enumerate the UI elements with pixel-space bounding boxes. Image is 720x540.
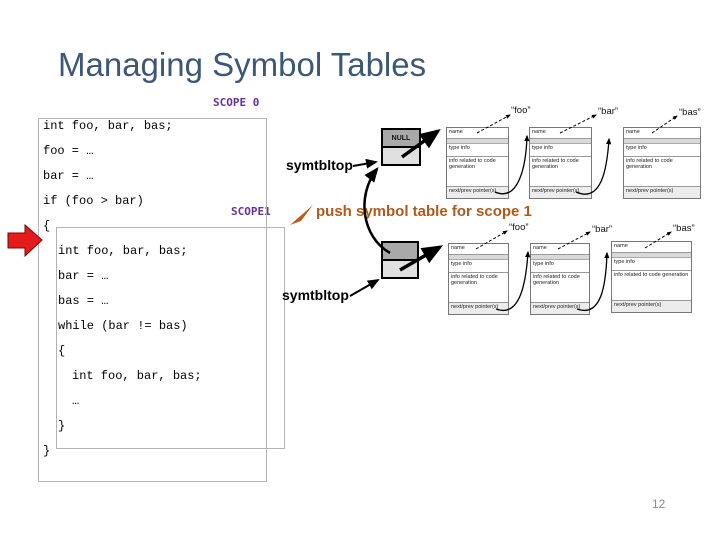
record-row-spacer <box>624 139 700 144</box>
symtbltop-label-scope0: symtbltop <box>286 157 353 173</box>
string-label-bar: “bar” <box>598 106 619 117</box>
record-row-type: type info <box>531 260 589 273</box>
symbol-record-scope0-foo: name type info info related to code gene… <box>446 127 509 199</box>
record-row-name: name <box>447 128 508 139</box>
record-row-codegen: info related to code generation <box>532 158 579 171</box>
code-line: } <box>58 419 66 433</box>
record-row-type: type info <box>624 144 700 157</box>
string-label-foo: “foo” <box>511 105 531 116</box>
string-label-bas: “bas” <box>673 223 695 234</box>
stack-pointer-cell <box>383 148 419 164</box>
record-row-codegen: info related to code generation <box>449 158 496 171</box>
symtbltop-arrow-scope1 <box>349 279 380 297</box>
record-row-type: type info <box>530 144 591 157</box>
record-row-spacer <box>530 139 591 144</box>
push-arrow-icon <box>290 205 313 225</box>
scope1-label: SCOPE1 <box>231 205 271 218</box>
push-annotation: push symbol table for scope 1 <box>316 203 532 220</box>
code-line: while (bar != bas) <box>58 319 188 333</box>
record-row-type: type info <box>612 258 691 271</box>
symbol-record-scope0-bar: name type info info related to code gene… <box>529 127 592 199</box>
symbol-record-scope1-foo: name type info info related to code gene… <box>448 243 509 315</box>
stack-null-cell: NULL <box>383 130 419 148</box>
record-row-codegen: info related to code generation <box>451 274 498 287</box>
code-line: } <box>43 444 51 458</box>
record-row-codegen: info related to code generation <box>614 272 689 278</box>
record-row-pointers: next/prev pointer(s) <box>447 186 508 198</box>
code-line: bar = … <box>58 269 109 283</box>
record-row-spacer <box>531 255 589 260</box>
code-line: bar = … <box>43 169 94 183</box>
record-row-codegen: info related to code generation <box>533 274 580 287</box>
record-row-spacer <box>449 255 508 260</box>
stack-node-scope0: NULL <box>381 128 421 166</box>
red-pointer-arrow-icon <box>7 223 43 258</box>
record-row-name: name <box>531 244 589 255</box>
code-line: … <box>72 394 80 408</box>
record-row-spacer <box>447 139 508 144</box>
record-row-pointers: next/prev pointer(s) <box>612 300 691 312</box>
record-row-name: name <box>624 128 700 139</box>
code-line: int foo, bar, bas; <box>43 119 173 133</box>
code-line: { <box>58 344 66 358</box>
record-row-type: type info <box>449 260 508 273</box>
string-label-bar: “bar” <box>592 224 613 235</box>
code-line: int foo, bar, bas; <box>58 244 188 258</box>
code-line: bas = … <box>58 294 109 308</box>
record-row-name: name <box>530 128 591 139</box>
record-row-pointers: next/prev pointer(s) <box>531 302 589 314</box>
record-row-name: name <box>612 242 691 253</box>
stack-pointer-cell <box>383 261 417 277</box>
code-line: int foo, bar, bas; <box>72 369 202 383</box>
scope0-code-box <box>38 118 267 482</box>
record-row-pointers: next/prev pointer(s) <box>449 302 508 314</box>
string-label-foo: “foo” <box>509 222 529 233</box>
symbol-record-scope1-bar: name type info info related to code gene… <box>530 243 590 315</box>
code-line: foo = … <box>43 144 94 158</box>
code-line: if (foo > bar) <box>43 194 144 208</box>
stack-node-scope1 <box>381 241 419 279</box>
record-row-spacer <box>612 253 691 258</box>
scope1-code-box <box>56 227 285 449</box>
symbol-record-scope1-bas: name type info info related to code gene… <box>611 241 692 313</box>
record-row-type: type info <box>447 144 508 157</box>
symbol-record-scope0-bas: name type info info related to code gene… <box>623 127 701 199</box>
record-row-name: name <box>449 244 508 255</box>
page-number: 12 <box>652 497 666 511</box>
slide-title: Managing Symbol Tables <box>58 46 427 83</box>
scope0-label: SCOPE 0 <box>213 96 260 109</box>
string-label-bas: “bas” <box>679 107 701 118</box>
symtbltop-arrow-scope0 <box>352 158 378 169</box>
symtbltop-label-scope1: symtbltop <box>282 287 349 303</box>
code-line: { <box>43 219 51 233</box>
stack-next-cell <box>383 243 417 261</box>
record-row-codegen: info related to code generation <box>626 158 673 171</box>
record-row-pointers: next/prev pointer(s) <box>624 186 700 198</box>
record-row-pointers: next/prev pointer(s) <box>530 186 591 198</box>
